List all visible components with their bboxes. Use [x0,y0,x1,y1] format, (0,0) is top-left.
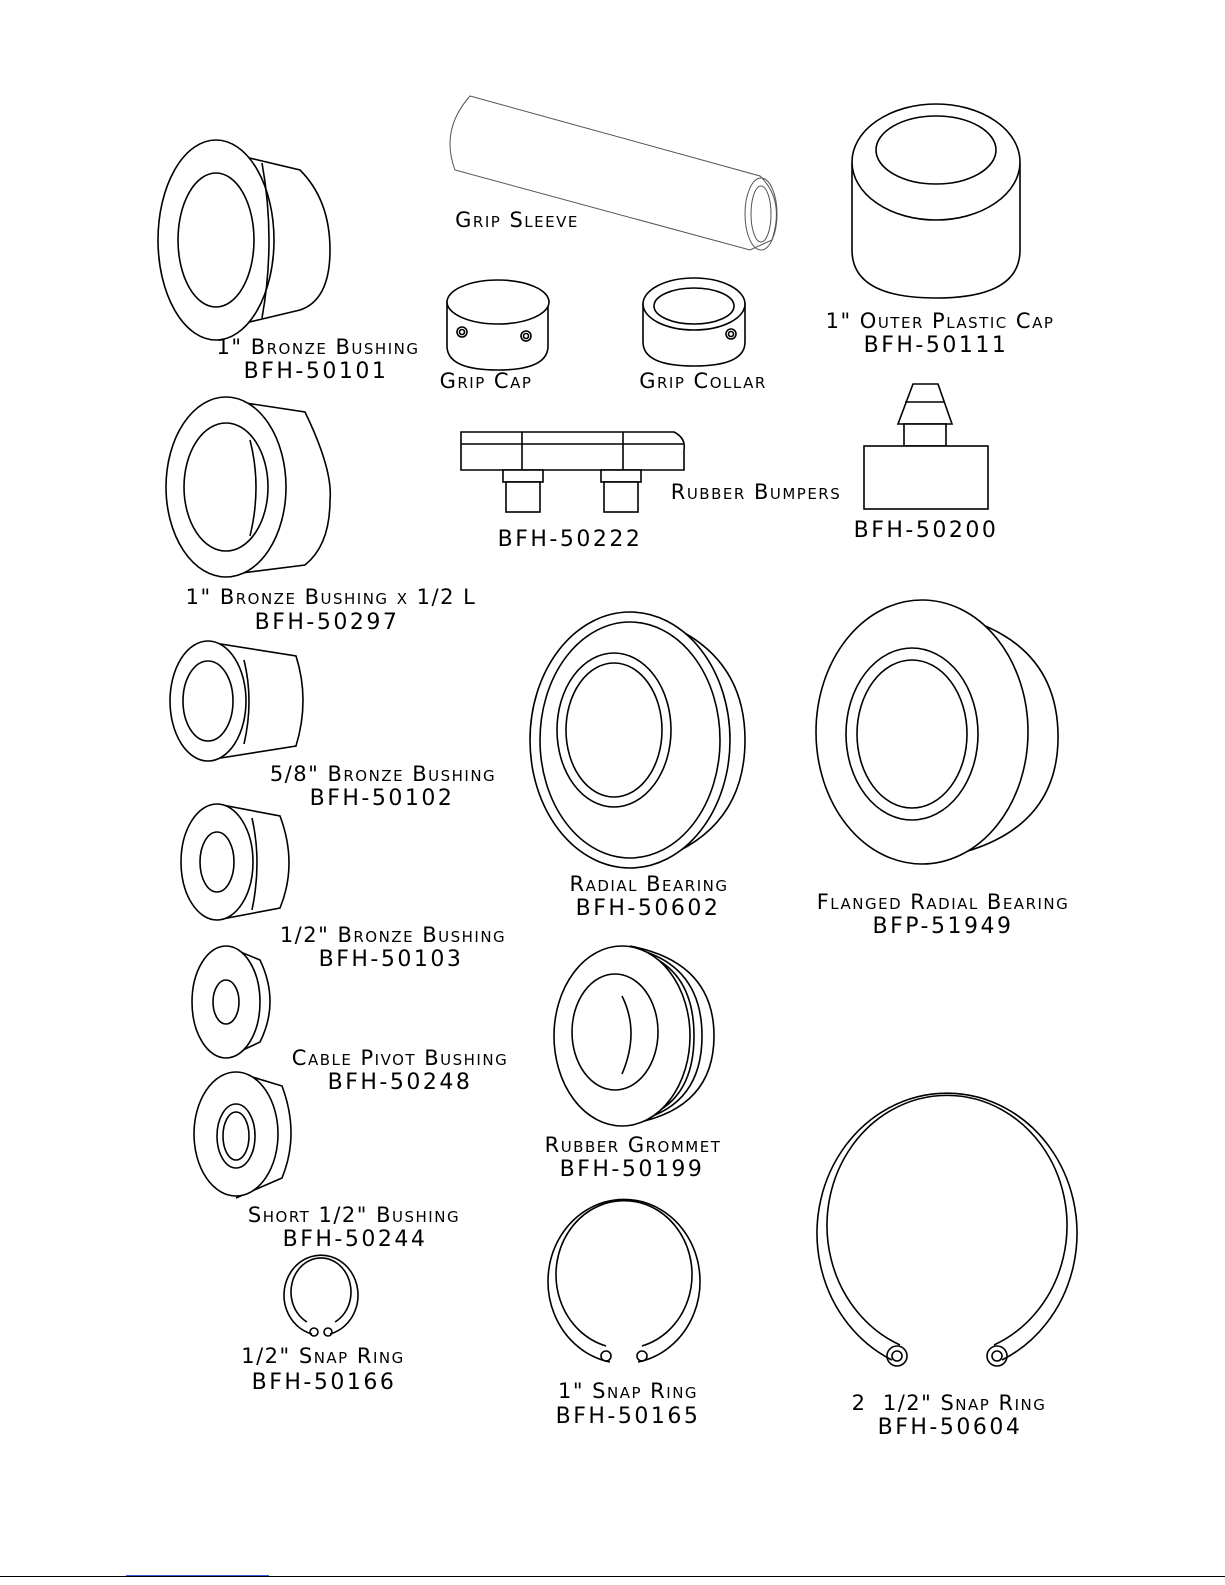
partno-flanged-radial-bearing: BFP-51949 [873,914,1014,939]
bronze-bushing-1in-drawing [157,139,331,341]
partno-short-bushing-1-2: BFH-50244 [283,1227,428,1252]
footer-link-underline[interactable] [126,1575,269,1576]
outer-plastic-cap-drawing [851,103,1021,299]
label-bronze-bushing-1-2: 1/2" Bronze Bushing [280,923,506,947]
bumper-50200-drawing [863,383,989,510]
label-bronze-bushing-1in-half: 1" Bronze Bushing x 1/2 L [186,585,477,609]
partno-bronze-bushing-5-8: BFH-50102 [310,786,455,811]
label-bronze-bushing-1in: 1" Bronze Bushing [217,335,420,359]
partno-snap-ring-1-2: BFH-50166 [252,1370,397,1395]
partno-snap-ring-2-1-2: BFH-50604 [878,1415,1023,1440]
partno-outer-plastic-cap: BFH-50111 [864,333,1009,358]
cable-pivot-bushing-drawing [191,945,271,1059]
bronze-bushing-1-2-drawing [180,803,290,921]
snap-ring-1-2-drawing [283,1254,359,1337]
label-radial-bearing: Radial Bearing [570,872,729,896]
grip-collar-drawing [642,277,746,367]
label-grip-sleeve: Grip Sleeve [455,208,579,232]
partno-radial-bearing: BFH-50602 [576,896,721,921]
partno-bronze-bushing-1in-half: BFH-50297 [255,610,400,635]
partno-bumper-a: BFH-50222 [498,527,643,552]
grip-cap-drawing [446,279,550,371]
label-flanged-radial-bearing: Flanged Radial Bearing [817,890,1070,914]
bumper-50222-drawing [460,431,686,513]
label-bronze-bushing-5-8: 5/8" Bronze Bushing [270,762,496,786]
label-snap-ring-1-2: 1/2" Snap Ring [241,1344,405,1368]
partno-snap-ring-1: BFH-50165 [556,1404,701,1429]
partno-rubber-grommet: BFH-50199 [560,1157,705,1182]
snap-ring-2-1-2-drawing [816,1092,1078,1367]
bottom-rule [0,1576,1225,1577]
radial-bearing-drawing [529,611,746,869]
flanged-radial-bearing-drawing [815,599,1059,865]
short-bushing-1-2-drawing [193,1071,292,1199]
label-short-bushing-1-2: Short 1/2" Bushing [248,1203,460,1227]
rubber-grommet-drawing [553,945,715,1127]
label-rubber-grommet: Rubber Grommet [545,1133,722,1157]
label-rubber-bumpers: Rubber Bumpers [671,480,842,504]
partno-bumper-b: BFH-50200 [854,518,999,543]
grip-sleeve-drawing [449,95,778,251]
label-snap-ring-2-1-2: 2 1/2" Snap Ring [852,1391,1047,1415]
label-grip-collar: Grip Collar [639,369,767,393]
label-cable-pivot-bushing: Cable Pivot Bushing [292,1046,508,1070]
partno-cable-pivot-bushing: BFH-50248 [328,1070,473,1095]
bronze-bushing-5-8-drawing [169,640,304,762]
label-outer-plastic-cap: 1" Outer Plastic Cap [826,309,1055,333]
bronze-bushing-1in-half-drawing [165,396,332,578]
label-grip-cap: Grip Cap [440,369,533,393]
label-snap-ring-1: 1" Snap Ring [558,1379,698,1403]
snap-ring-1-drawing [547,1198,701,1363]
partno-bronze-bushing-1-2: BFH-50103 [319,947,464,972]
partno-bronze-bushing-1in: BFH-50101 [244,359,389,384]
